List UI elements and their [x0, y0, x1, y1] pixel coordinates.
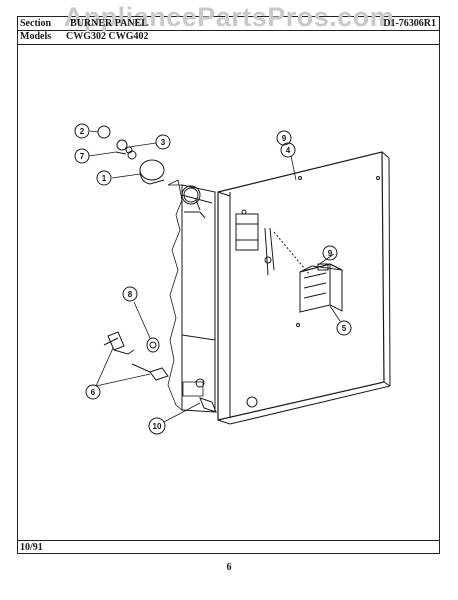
footer-divider — [17, 540, 440, 541]
section-value: BURNER PANEL — [70, 18, 148, 29]
callout-2-label: 2 — [80, 127, 85, 136]
callout-7: 7 — [74, 148, 90, 164]
switch-and-terminals — [103, 331, 217, 413]
callout-8: 8 — [122, 286, 138, 302]
callout-5-label: 5 — [342, 324, 347, 333]
header-divider-bottom — [17, 44, 440, 45]
ignition-module — [299, 263, 343, 313]
revision-date: 10/91 — [20, 542, 43, 553]
callout-5: 5 — [336, 320, 352, 336]
section-label: Section — [20, 18, 52, 29]
callout-9-upper-label: 9 — [282, 134, 287, 143]
callout-6: 6 — [85, 384, 101, 400]
callout-1: 1 — [96, 170, 112, 186]
page-number: 6 — [226, 562, 232, 573]
callout-3-label: 3 — [161, 138, 166, 147]
callout-1-label: 1 — [102, 174, 107, 183]
callout-4-label: 4 — [286, 146, 291, 155]
models-label: Models — [20, 31, 52, 42]
callout-leaders — [88, 130, 341, 423]
callout-7-label: 7 — [80, 152, 85, 161]
callout-6-label: 6 — [91, 388, 96, 397]
document-id: D1-76306R1 — [383, 18, 436, 29]
callout-9-upper: 9 — [276, 130, 292, 146]
burner-housing — [167, 179, 216, 413]
burner-front-panel — [217, 151, 391, 425]
callout-4: 4 — [280, 142, 296, 158]
callout-10: 10 — [148, 417, 166, 435]
callout-3: 3 — [155, 134, 171, 150]
header-divider — [17, 30, 440, 31]
models-value: CWG302 CWG402 — [66, 31, 149, 42]
page-frame — [17, 16, 440, 554]
callout-9-lower-label: 9 — [328, 249, 333, 258]
callout-2: 2 — [74, 123, 90, 139]
callout-9-lower: 9 — [322, 245, 338, 261]
watermark: AppliancePartsPros.com — [63, 2, 395, 32]
callout-8-label: 8 — [128, 290, 133, 299]
callout-10-label: 10 — [153, 422, 162, 431]
gas-valve-assembly — [97, 125, 165, 185]
